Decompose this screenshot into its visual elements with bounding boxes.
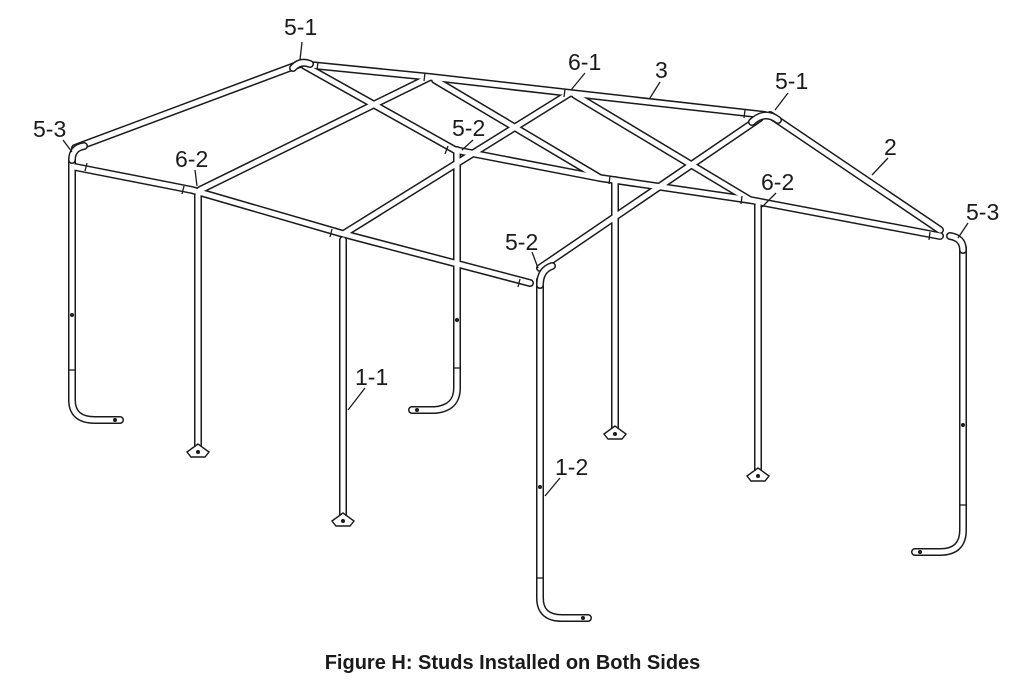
fittings bbox=[68, 58, 967, 289]
foot-plates bbox=[185, 425, 771, 527]
joint-seams bbox=[68, 61, 967, 579]
label-eave-fitting-front: 5-2 bbox=[505, 229, 538, 255]
label-ridge-pole: 3 bbox=[655, 57, 668, 83]
label-ridge-fitting-left: 5-1 bbox=[284, 14, 317, 40]
label-corner-fitting-front-right: 5-3 bbox=[966, 199, 999, 225]
label-corner-fitting-front-left: 5-3 bbox=[33, 116, 66, 142]
leader-lines bbox=[62, 41, 969, 497]
label-leg-front: 1-2 bbox=[555, 454, 588, 480]
label-side-fitting-front: 6-2 bbox=[175, 146, 208, 172]
label-ridge-fitting-right: 5-1 bbox=[775, 68, 808, 94]
figure-caption: Figure H: Studs Installed on Both Sides bbox=[324, 652, 701, 674]
label-eave-fitting-back: 5-2 bbox=[452, 115, 485, 141]
label-side-fitting-back: 6-2 bbox=[761, 169, 794, 195]
label-rafter: 2 bbox=[884, 134, 897, 160]
label-ridge-fitting-center: 6-1 bbox=[568, 49, 601, 75]
canopy-frame-diagram: 5-1 5-3 6-2 5-2 6-1 3 5-1 2 6-2 5-3 5-2 … bbox=[33, 14, 999, 640]
label-leg-inner: 1-1 bbox=[355, 364, 388, 390]
part-labels: 5-1 5-3 6-2 5-2 6-1 3 5-1 2 6-2 5-3 5-2 … bbox=[33, 14, 999, 480]
stud-holes bbox=[70, 313, 965, 620]
